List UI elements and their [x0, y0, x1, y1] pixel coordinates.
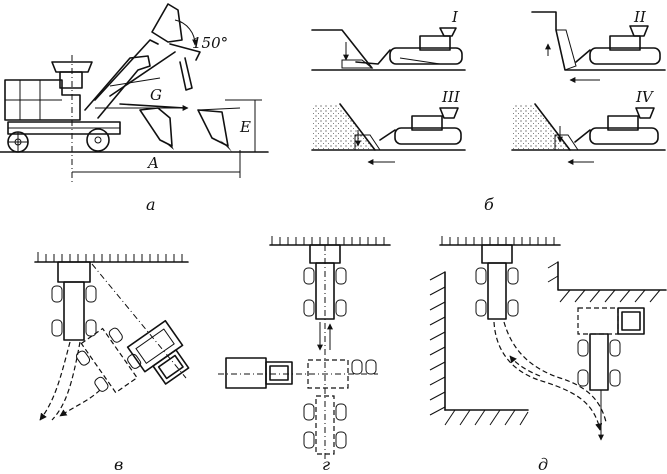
stage-ii-label: II [633, 8, 647, 26]
dimension-e-label: E [239, 118, 251, 136]
stage-iv: IV [511, 88, 666, 165]
dimension-g-label: G [150, 86, 162, 104]
panel-b-caption: б [484, 195, 494, 214]
stage-i: I [311, 8, 466, 71]
wall-hatch-left [429, 271, 529, 426]
stage-iii: III [311, 88, 466, 165]
panel-a-caption: а [146, 195, 156, 214]
stage-i-label: I [451, 8, 459, 26]
angled-loader [76, 327, 142, 394]
panel-b-stages: I II III [311, 8, 666, 214]
angled-truck [126, 319, 190, 385]
stage-ii: II [531, 8, 666, 83]
bucket-mid [139, 107, 174, 150]
ruler-g [271, 236, 385, 245]
stage-iv-label: IV [635, 88, 655, 106]
panel-v-caption: в [114, 455, 123, 474]
panel-a-loader: 150° G E A а [0, 3, 269, 214]
dimension-a-label: A [146, 154, 159, 172]
wall-hatch-right [547, 261, 661, 303]
stage-iii-label: III [441, 88, 461, 106]
panel-g-route: г [218, 236, 391, 474]
panel-g-caption: г [322, 455, 330, 474]
panel-d-caption: д [538, 455, 548, 474]
wheel-rear [7, 131, 29, 153]
ruler-v [37, 252, 183, 262]
wheel-front [86, 128, 110, 152]
angle-label: 150° [192, 34, 228, 52]
panel-d-route: д [429, 236, 667, 474]
bucket-forward [197, 107, 241, 152]
panel-v-route: в [34, 252, 190, 474]
ruler-d [441, 236, 555, 245]
